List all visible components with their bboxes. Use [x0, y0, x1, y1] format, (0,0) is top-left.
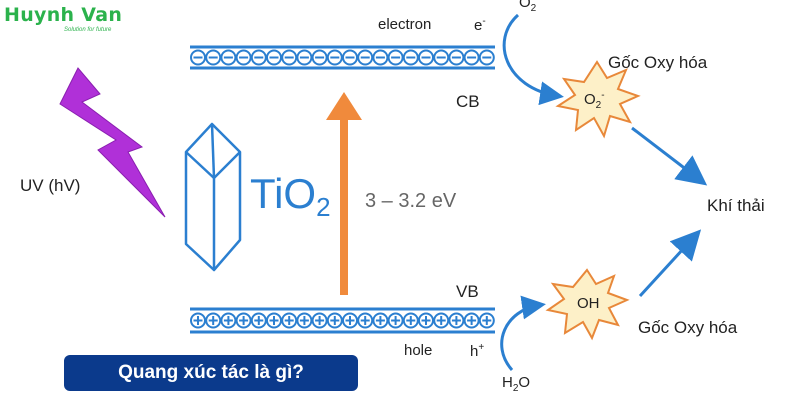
electron-symbol-icon: [402, 49, 419, 66]
cb-label: CB: [456, 92, 480, 111]
electron-symbol-icon: [235, 49, 252, 66]
electron-transfer-arrow: [502, 13, 564, 106]
radical-label-top: Gốc Oxy hóa: [608, 53, 708, 72]
radical-label-bottom: Gốc Oxy hóa: [638, 318, 738, 337]
brand-tagline: Solution for future: [64, 27, 112, 33]
hydroxyl-starburst: [545, 268, 630, 341]
uv-lightning-icon: [59, 67, 166, 218]
electron-symbol-icon: [448, 49, 465, 66]
electron-label: electron: [378, 16, 432, 33]
hole-symbol-icon: [190, 312, 206, 329]
electron-symbol-icon: [250, 49, 267, 66]
hydroxyl-label: OH: [577, 295, 600, 312]
electron-symbol-icon: [281, 49, 298, 66]
hole-row: [190, 312, 495, 329]
electron-row: [190, 49, 495, 66]
hole-symbol-icon: [326, 312, 343, 329]
crystal-icon: [184, 122, 242, 272]
hole-symbol-icon: [250, 312, 267, 329]
hole-symbol-icon: [478, 312, 495, 329]
superoxide-label: O2-: [584, 90, 605, 111]
hole-symbol-icon: [387, 312, 404, 329]
water-label: H2O: [502, 374, 531, 394]
hole-symbol-icon: [357, 312, 374, 329]
hole-symbol-icon: [418, 312, 434, 329]
electron-symbol-icon: [418, 49, 434, 66]
title-badge: Quang xúc tác là gì?: [64, 355, 358, 391]
electron-symbol-icon: [220, 49, 237, 66]
hole-symbol-icon: [296, 312, 313, 329]
electron-symbol-icon: [478, 49, 495, 66]
electron-symbol-icon: [326, 49, 343, 66]
electron-symbol-icon: [342, 49, 358, 66]
uv-label: UV (hV): [20, 176, 81, 195]
hole-symbol-icon: [342, 312, 358, 329]
hole-symbol-icon: [433, 312, 450, 329]
hole-symbol-icon: [235, 312, 252, 329]
hole-symbol-icon: [281, 312, 298, 329]
hole-symbol: h+: [470, 342, 485, 360]
band-gap-label: 3 – 3.2 eV: [365, 190, 457, 212]
water-oxidation-arrow: [500, 295, 546, 371]
electron-symbol-icon: [463, 49, 480, 66]
electron-symbol-icon: [205, 49, 222, 66]
hole-symbol-icon: [402, 312, 419, 329]
electron-symbol-icon: [311, 49, 328, 66]
hole-symbol-icon: [372, 312, 389, 329]
hole-symbol-icon: [220, 312, 237, 329]
hole-label: hole: [404, 342, 433, 359]
brand-logo: Huynh Van: [4, 4, 123, 26]
arrow-to-exhaust-top: [631, 126, 708, 186]
conduction-band: [190, 45, 495, 70]
electron-symbol-icon: [266, 49, 282, 66]
hole-symbol-icon: [448, 312, 465, 329]
hole-symbol-icon: [266, 312, 282, 329]
arrow-to-exhaust-bottom: [638, 229, 702, 298]
excitation-arrow: [326, 92, 362, 295]
electron-symbol-icon: [433, 49, 450, 66]
tio2-label: TiO2: [250, 170, 331, 222]
electron-symbol-icon: [357, 49, 374, 66]
exhaust-label: Khí thải: [707, 196, 765, 215]
oxygen-label: O2: [519, 0, 537, 14]
hole-symbol-icon: [463, 312, 480, 329]
superoxide-starburst: [555, 60, 641, 139]
electron-symbol-icon: [296, 49, 313, 66]
electron-symbol-icon: [372, 49, 389, 66]
hole-symbol-icon: [205, 312, 222, 329]
hole-symbol-icon: [311, 312, 328, 329]
electron-symbol-icon: [387, 49, 404, 66]
electron-symbol: e-: [474, 16, 486, 34]
electron-symbol-icon: [190, 49, 206, 66]
vb-label: VB: [456, 282, 479, 301]
valence-band: [190, 307, 495, 334]
